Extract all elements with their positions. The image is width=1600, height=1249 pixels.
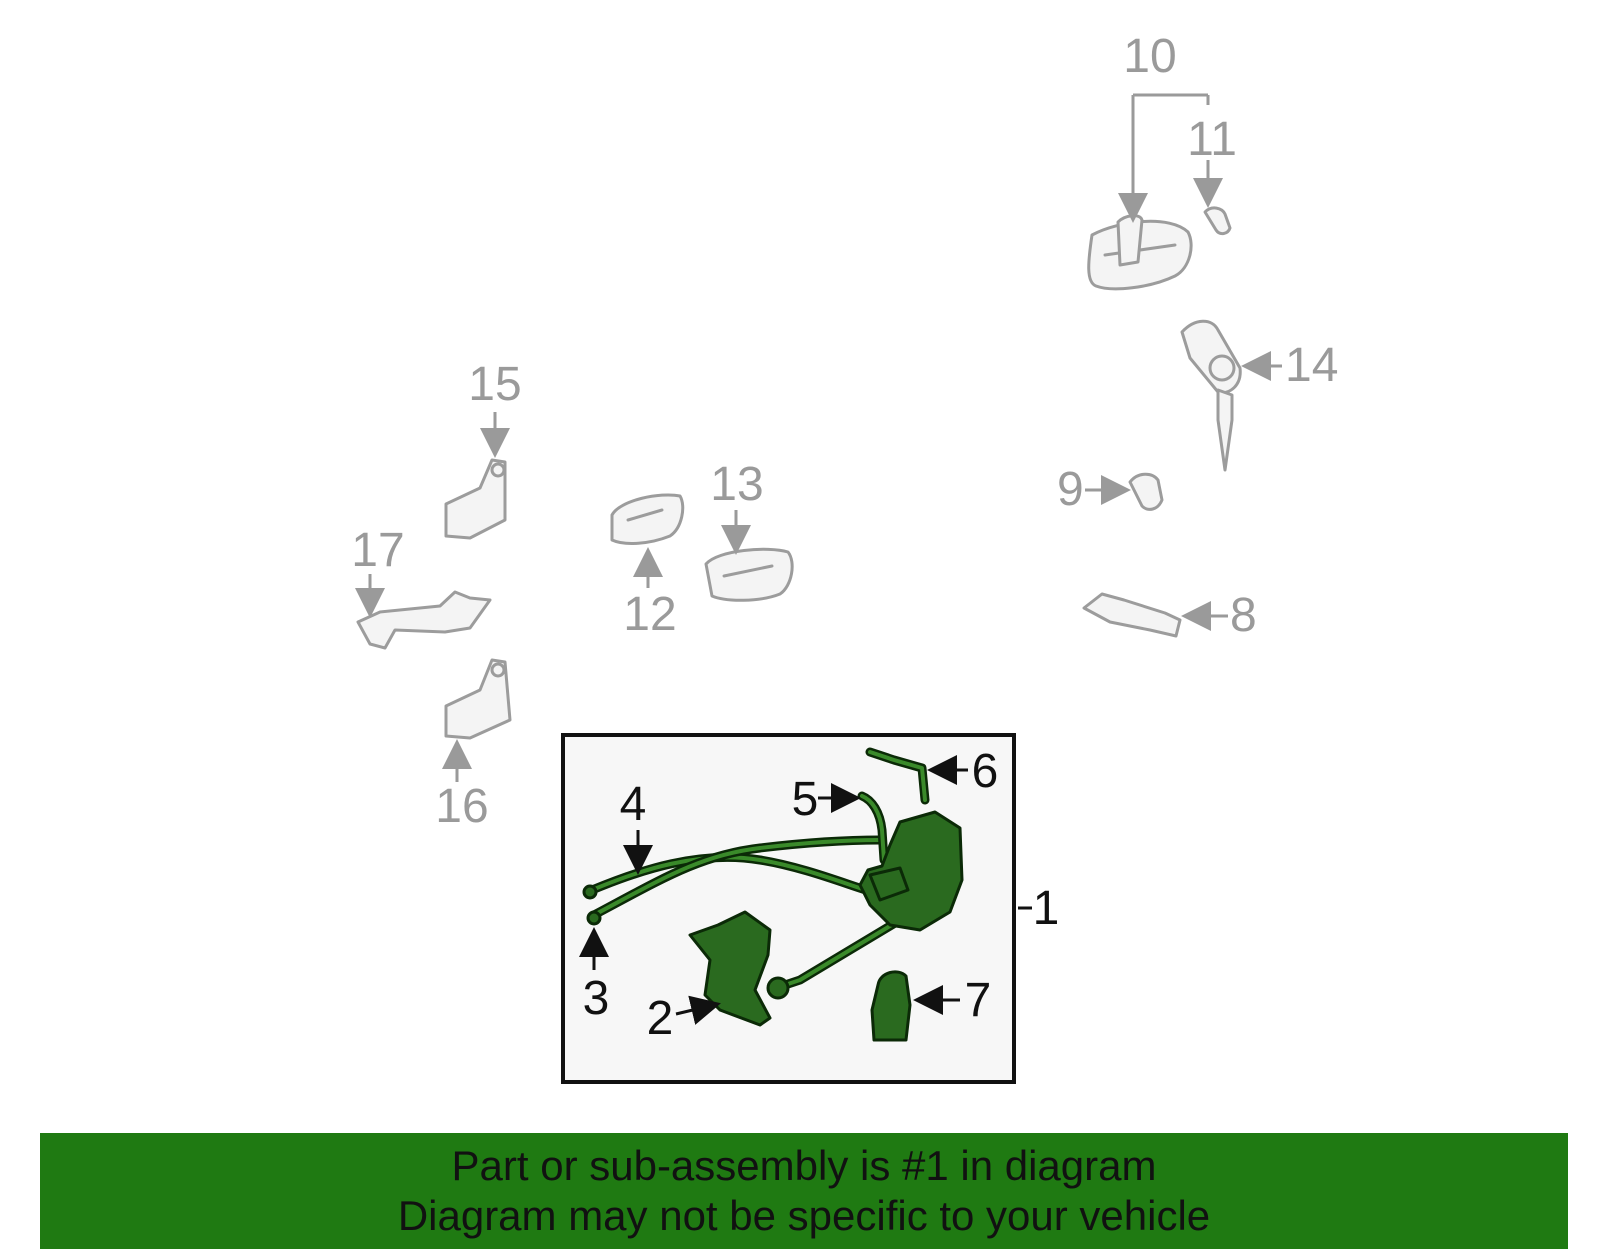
callout-3: 3 [583,972,610,1025]
door-check-part [356,590,492,650]
lock-cylinder-part [1180,319,1242,472]
upper-hinge-part [444,458,507,540]
inside-handle-part [610,493,685,545]
outside-handle-part [1087,214,1193,291]
actuator-cap-part [870,970,912,1042]
banner-line-2: Diagram may not be specific to your vehi… [397,1192,1211,1239]
callout-10: 10 [1123,30,1176,83]
bracket-part-9 [1128,472,1164,511]
callout-8: 8 [1230,589,1257,642]
lever-part-8 [1082,592,1182,638]
callout-13: 13 [710,458,763,511]
callout-9: 9 [1057,463,1084,516]
callout-5: 5 [792,773,819,826]
info-banner: Part or sub-assembly is #1 in diagram Di… [40,1133,1568,1249]
callout-11: 11 [1187,113,1237,166]
callout-15: 15 [468,358,521,411]
callout-12: 12 [623,588,676,641]
callout-2: 2 [647,992,674,1045]
callout-6: 6 [972,745,999,798]
callout-16: 16 [435,780,488,833]
banner-line-1: Part or sub-assembly is #1 in diagram [451,1142,1157,1189]
callout-14: 14 [1285,339,1338,392]
callout-1: 1 [1033,882,1060,935]
clip-part [1203,206,1232,236]
door-lock-actuator-part [766,810,964,1000]
callout-17: 17 [351,524,404,577]
lower-hinge-part [444,658,512,740]
callout-4: 4 [620,778,647,831]
callout-7: 7 [965,974,992,1027]
handle-bezel-part [704,547,794,602]
